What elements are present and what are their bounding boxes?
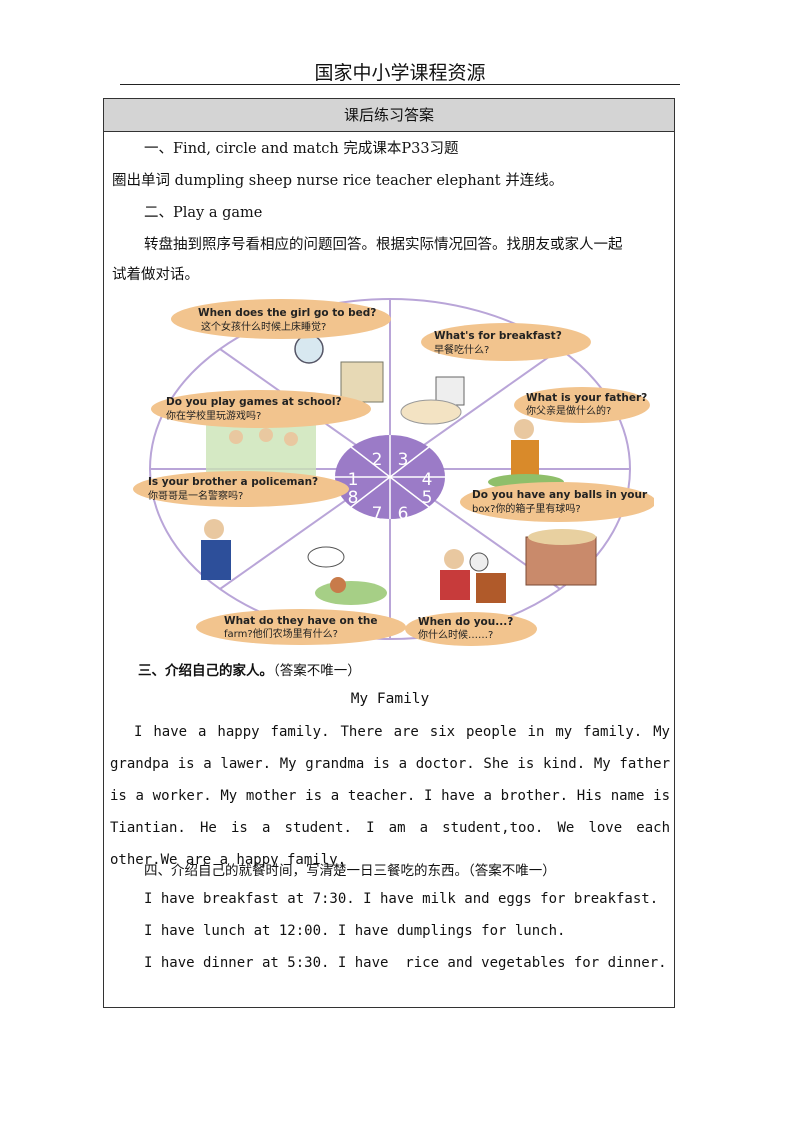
document-title: 国家中小学课程资源 <box>314 62 486 84</box>
bubble-6-en: Do you have any balls in your <box>472 489 648 501</box>
breakfast-illustration <box>400 376 465 425</box>
wheel-number-2: 2 <box>372 450 383 470</box>
policeman-illustration <box>201 519 231 580</box>
meal-line-dinner: I have dinner at 5:30. I have rice and v… <box>144 955 667 971</box>
section2-instruction-1: 转盘抽到照序号看相应的问题回答。根据实际情况回答。找朋友或家人一起 <box>144 237 623 253</box>
worker-father-illustration <box>488 419 564 490</box>
essay-title: My Family <box>350 691 430 707</box>
section1-detail: 圈出单词 dumpling sheep nurse rice teacher e… <box>112 173 564 189</box>
bubble-1-zh: 这个女孩什么时候上床睡觉? <box>201 320 326 333</box>
boy-clock-illustration <box>440 549 506 603</box>
bubble-7: What do they have on the farm?他们农场里有什么? <box>196 609 406 645</box>
header-rule <box>120 84 680 85</box>
bubble-7-zh: farm?他们农场里有什么? <box>224 627 338 640</box>
bubble-1-en: When does the girl go to bed? <box>198 307 376 319</box>
bubble-5: Is your brother a policeman? 你哥哥是一名警察吗? <box>133 471 349 507</box>
section2-instruction-2: 试着做对话。 <box>112 267 199 283</box>
bubble-6-zh: box?你的箱子里有球吗? <box>472 502 581 515</box>
essay-body: I have a happy family. There are six peo… <box>110 724 670 868</box>
bubble-3: Do you play games at school? 你在学校里玩游戏吗? <box>151 390 371 428</box>
bubble-1: When does the girl go to bed? 这个女孩什么时候上床… <box>171 299 391 339</box>
bubble-2: What's for breakfast? 早餐吃什么? <box>421 323 591 361</box>
farm-animals-illustration <box>307 546 387 605</box>
section4-heading: 四、介绍自己的就餐时间，写清楚一日三餐吃的东西。（答案不唯一） <box>144 863 556 879</box>
bubble-5-zh: 你哥哥是一名警察吗? <box>148 489 243 502</box>
section2-heading: 二、Play a game <box>144 205 263 221</box>
bubble-4: What is your father? 你父亲是做什么的? <box>514 387 650 423</box>
section3-heading: 三、介绍自己的家人。 <box>138 663 273 679</box>
toy-box-illustration <box>525 529 597 586</box>
wheel-number-5: 5 <box>422 488 433 508</box>
wheel-number-3: 3 <box>398 450 409 470</box>
answer-box: 课后练习答案 一、Find, circle and match 完成课本P33习… <box>103 98 675 1008</box>
spinner-wheel-illustration: 1 2 3 4 5 6 7 8 <box>133 298 654 646</box>
bubble-3-zh: 你在学校里玩游戏吗? <box>166 409 261 422</box>
bubble-4-en: What is your father? <box>526 392 647 404</box>
wheel-number-7: 7 <box>372 504 383 524</box>
bubble-3-en: Do you play games at school? <box>166 396 342 408</box>
bubble-2-zh: 早餐吃什么? <box>434 343 489 356</box>
wheel-number-4: 4 <box>422 470 433 490</box>
bubble-8-zh: 你什么时候……? <box>418 628 493 641</box>
wheel-number-8: 8 <box>348 488 359 508</box>
wheel-number-1: 1 <box>348 470 359 490</box>
section3-note: （答案不唯一） <box>273 663 361 679</box>
bubble-5-en: Is your brother a policeman? <box>148 476 318 488</box>
wheel-number-6: 6 <box>398 504 409 524</box>
children-playing-illustration <box>206 422 316 477</box>
section3-heading-row: 三、介绍自己的家人。（答案不唯一） <box>138 659 710 679</box>
bubble-8: When do you...? 你什么时候……? <box>405 612 537 646</box>
bubble-4-zh: 你父亲是做什么的? <box>526 404 611 417</box>
bubble-7-en: What do they have on the <box>224 615 377 627</box>
bubble-8-en: When do you...? <box>418 616 513 628</box>
box-title: 课后练习答案 <box>104 99 674 132</box>
bubble-2-en: What's for breakfast? <box>434 330 562 342</box>
bubble-6: Do you have any balls in your box?你的箱子里有… <box>460 482 654 522</box>
meal-line-breakfast: I have breakfast at 7:30. I have milk an… <box>144 891 659 907</box>
section1-heading: 一、Find, circle and match 完成课本P33习题 <box>144 141 459 157</box>
meal-line-lunch: I have lunch at 12:00. I have dumplings … <box>144 923 566 939</box>
